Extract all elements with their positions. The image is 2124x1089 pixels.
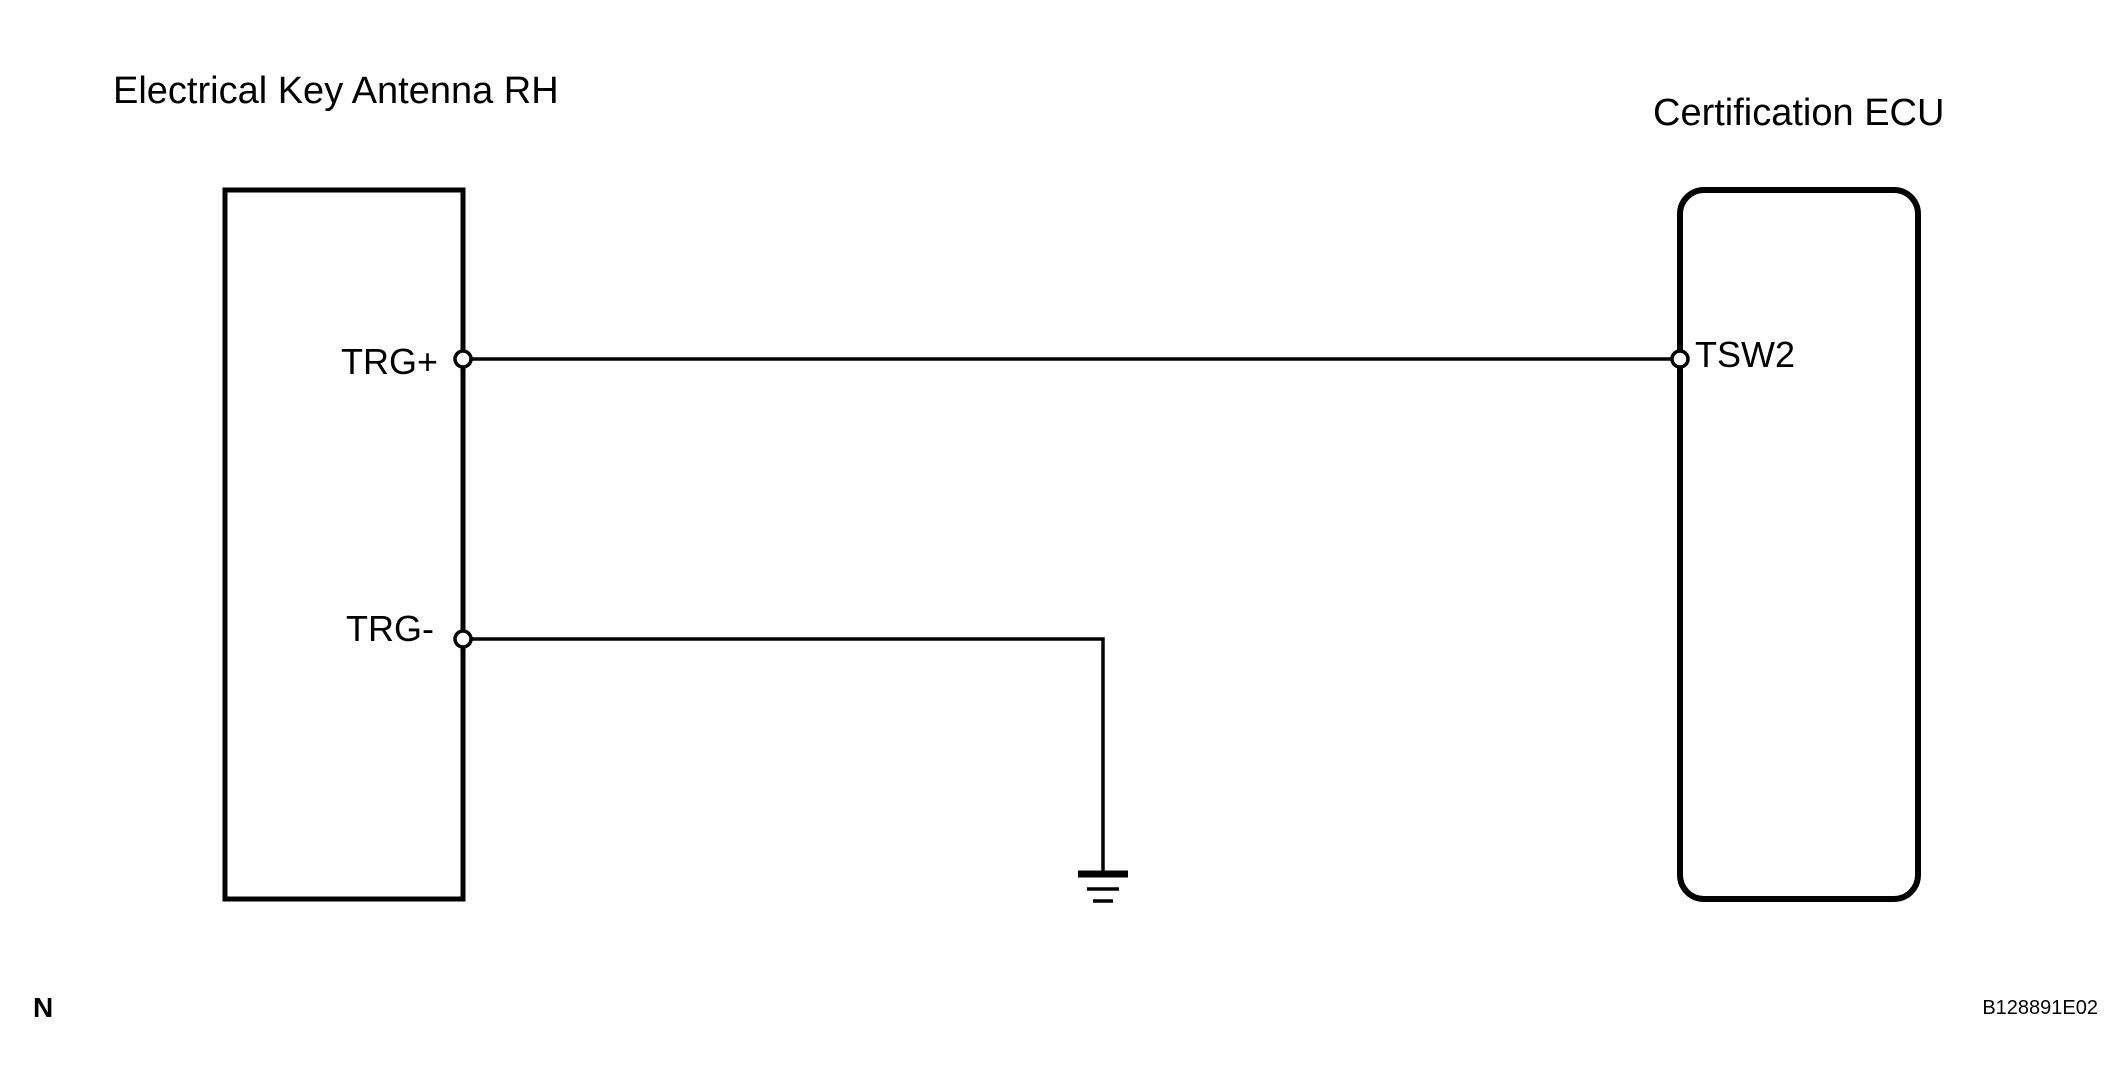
terminal-trg-plus [453,349,473,369]
pin-label-tsw2: TSW2 [1695,334,1795,375]
antenna-title: Electrical Key Antenna RH [113,70,559,112]
ecu-box [1677,187,1921,902]
figure-id: B128891E02 [1982,997,2098,1019]
pin-label-trg-plus: TRG+ [341,341,438,382]
ecu-title: Certification ECU [1653,92,1944,134]
antenna-box [222,187,466,902]
pin-label-trg-minus: TRG- [346,608,434,649]
footer-left-mark: N [33,992,53,1023]
ground-icon [1078,870,1128,903]
terminal-tsw2 [1670,349,1690,369]
terminal-trg-minus [453,629,473,649]
wire-trg-minus-ground [470,637,1105,872]
